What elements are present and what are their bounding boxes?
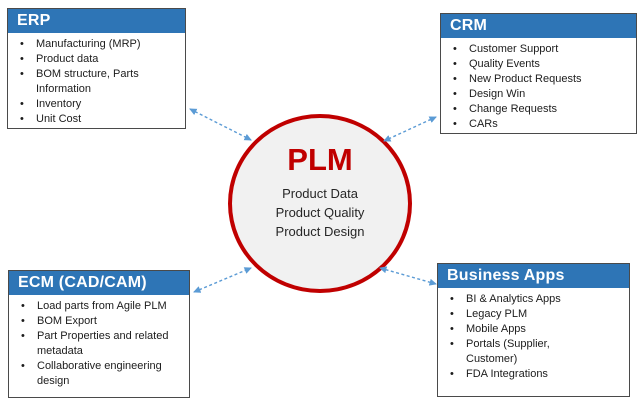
crm-box: CRM Customer Support Quality Events New … (440, 13, 637, 134)
list-item: BOM structure, Parts Information (8, 67, 185, 97)
plm-circle: PLM Product Data Product Quality Product… (228, 114, 412, 293)
list-item: Part Properties and related metadata (9, 329, 189, 359)
erp-box-title: ERP (8, 9, 185, 33)
ecm-box-title: ECM (CAD/CAM) (9, 271, 189, 295)
plm-subtitle-line: Product Quality (275, 205, 365, 220)
list-item: Product data (8, 52, 185, 67)
list-item: Customer Support (441, 42, 636, 57)
list-item: Unit Cost (8, 112, 185, 127)
list-item: Manufacturing (MRP) (8, 37, 185, 52)
plm-circle-subtitle: Product Data Product Quality Product Des… (232, 184, 408, 241)
business-apps-box-title: Business Apps (438, 264, 629, 288)
plm-subtitle-line: Product Data (282, 186, 358, 201)
list-item: Legacy PLM (438, 307, 629, 322)
list-item: FDA Integrations (438, 367, 629, 382)
list-item: New Product Requests (441, 72, 636, 87)
business-apps-item-list: BI & Analytics Apps Legacy PLM Mobile Ap… (438, 292, 629, 382)
crm-item-list: Customer Support Quality Events New Prod… (441, 42, 636, 132)
plm-circle-title: PLM (287, 142, 353, 177)
erp-box: ERP Manufacturing (MRP) Product data BOM… (7, 8, 186, 129)
connector-business-apps-plm (379, 266, 437, 286)
list-item: BI & Analytics Apps (438, 292, 629, 307)
list-item: Change Requests (441, 102, 636, 117)
list-item: CARs (441, 117, 636, 132)
connector-ecm-plm (193, 267, 252, 293)
list-item: Design Win (441, 87, 636, 102)
crm-box-title: CRM (441, 14, 636, 38)
list-item: Inventory (8, 97, 185, 112)
list-item: Load parts from Agile PLM (9, 299, 189, 314)
ecm-box: ECM (CAD/CAM) Load parts from Agile PLM … (8, 270, 190, 398)
list-item: BOM Export (9, 314, 189, 329)
ecm-item-list: Load parts from Agile PLM BOM Export Par… (9, 299, 189, 389)
list-item: Mobile Apps (438, 322, 629, 337)
list-item: Collaborative engineering design (9, 359, 189, 389)
business-apps-box: Business Apps BI & Analytics Apps Legacy… (437, 263, 630, 397)
erp-item-list: Manufacturing (MRP) Product data BOM str… (8, 37, 185, 127)
plm-subtitle-line: Product Design (275, 224, 365, 239)
connector-erp-plm (189, 108, 252, 141)
list-item: Quality Events (441, 57, 636, 72)
list-item: Portals (Supplier, Customer) (438, 337, 629, 367)
connector-crm-plm (383, 116, 437, 142)
